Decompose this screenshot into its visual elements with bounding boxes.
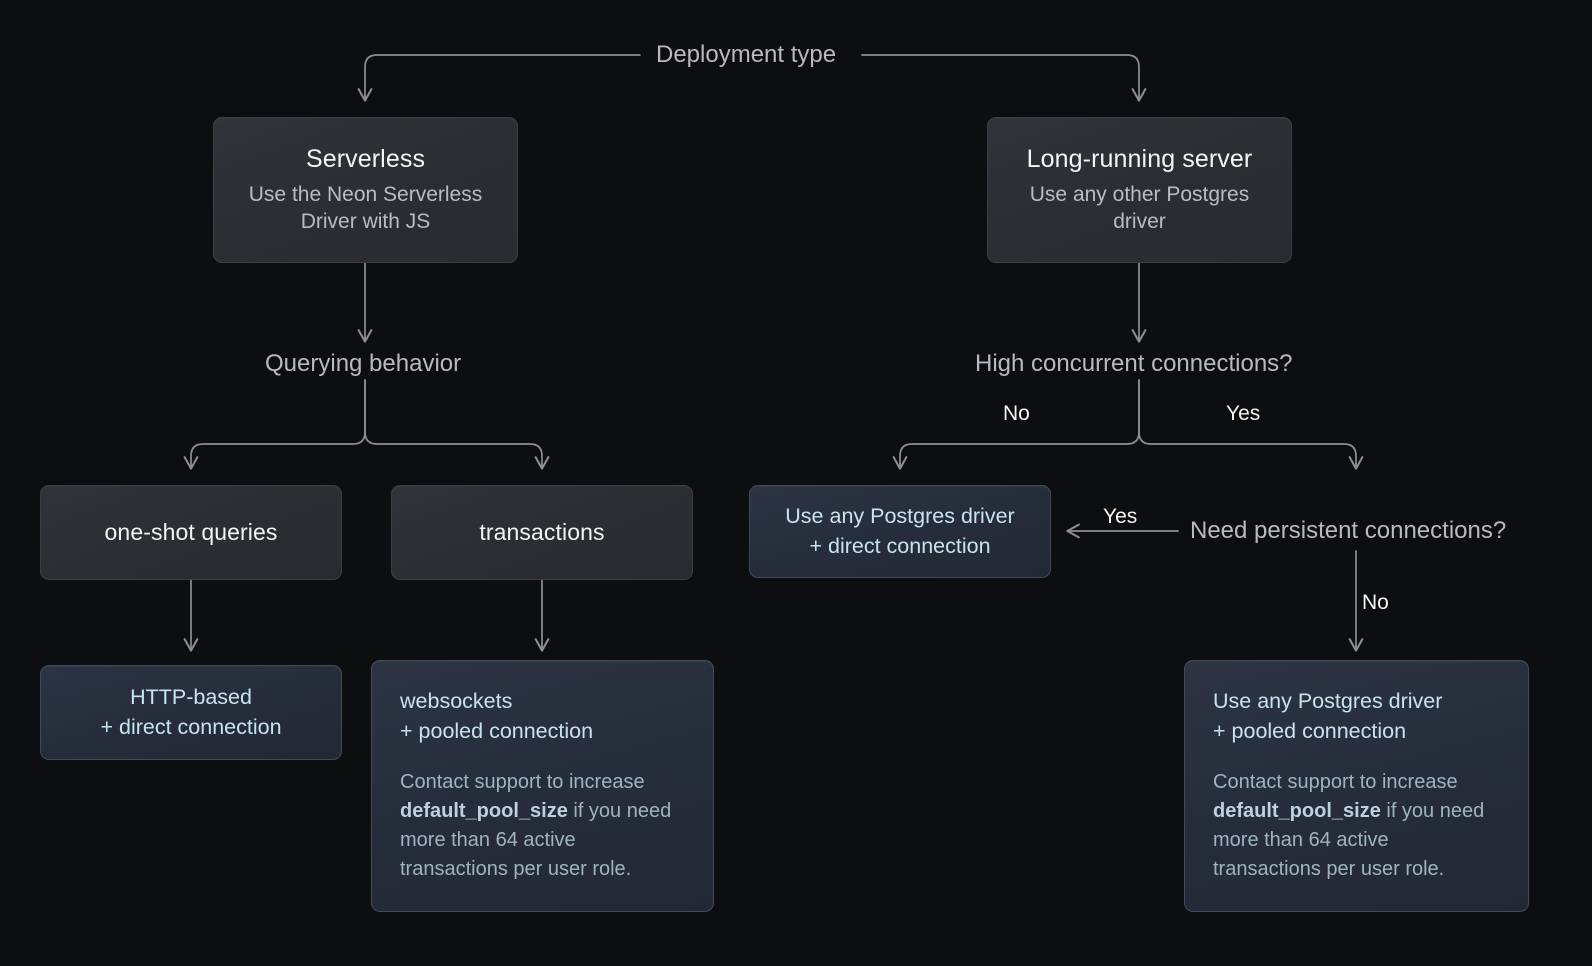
decision-need-persistent-connections: Need persistent connections? xyxy=(1190,517,1507,544)
edge-label-persistent-no: No xyxy=(1362,591,1389,614)
decision-high-concurrent-connections: High concurrent connections? xyxy=(975,350,1293,377)
node-websockets-pooled-line2: + pooled connection xyxy=(400,718,594,743)
edge-label-persistent-yes: Yes xyxy=(1103,505,1138,528)
websockets-body-pre: Contact support to increase xyxy=(400,771,645,794)
decision-querying-behavior: Querying behavior xyxy=(265,350,462,377)
node-long-running-server[interactable]: Long-running server Use any other Postgr… xyxy=(987,117,1292,263)
node-websockets-pooled[interactable]: websockets + pooled connection Contact s… xyxy=(371,660,714,912)
node-any-driver-direct[interactable]: Use any Postgres driver + direct connect… xyxy=(749,485,1051,578)
websockets-body-post: if you need more than 64 active transact… xyxy=(400,800,672,881)
any-driver-pooled-body-pre: Contact support to increase xyxy=(1213,771,1458,794)
node-any-driver-pooled-line2: + pooled connection xyxy=(1213,718,1407,743)
node-serverless-title: Serverless xyxy=(305,145,426,174)
node-any-driver-pooled[interactable]: Use any Postgres driver + pooled connect… xyxy=(1184,660,1529,912)
diagram-title: Deployment type xyxy=(656,41,837,68)
node-serverless-subtitle: Use the Neon Serverless Driver with JS xyxy=(248,182,483,234)
any-driver-pooled-body-post: if you need more than 64 active transact… xyxy=(1213,800,1485,881)
node-http-direct-line2: + direct connection xyxy=(100,714,282,739)
node-long-running-server-subtitle: Use any other Postgres driver xyxy=(1029,182,1250,234)
node-any-driver-pooled-line1: Use any Postgres driver xyxy=(1213,689,1443,713)
any-driver-pooled-body-code: default_pool_size xyxy=(1213,800,1381,823)
node-websockets-pooled-body: Contact support to increase default_pool… xyxy=(400,768,687,884)
node-websockets-pooled-line1: websockets xyxy=(400,689,513,713)
edge-label-concurrent-no: No xyxy=(1003,402,1030,425)
node-one-shot-queries[interactable]: one-shot queries xyxy=(40,485,342,580)
node-http-direct[interactable]: HTTP-based + direct connection xyxy=(40,665,342,760)
node-serverless[interactable]: Serverless Use the Neon Serverless Drive… xyxy=(213,117,518,263)
node-any-driver-pooled-body: Contact support to increase default_pool… xyxy=(1213,768,1502,884)
websockets-body-code: default_pool_size xyxy=(400,800,568,823)
node-transactions-title: transactions xyxy=(479,519,605,546)
edge-label-concurrent-yes: Yes xyxy=(1226,402,1261,425)
node-any-driver-direct-line1: Use any Postgres driver xyxy=(785,503,1015,528)
node-any-driver-direct-line2: + direct connection xyxy=(809,533,991,558)
node-one-shot-queries-title: one-shot queries xyxy=(104,519,278,546)
node-http-direct-line1: HTTP-based xyxy=(130,684,252,709)
node-long-running-server-title: Long-running server xyxy=(1026,145,1253,174)
node-transactions[interactable]: transactions xyxy=(391,485,693,580)
